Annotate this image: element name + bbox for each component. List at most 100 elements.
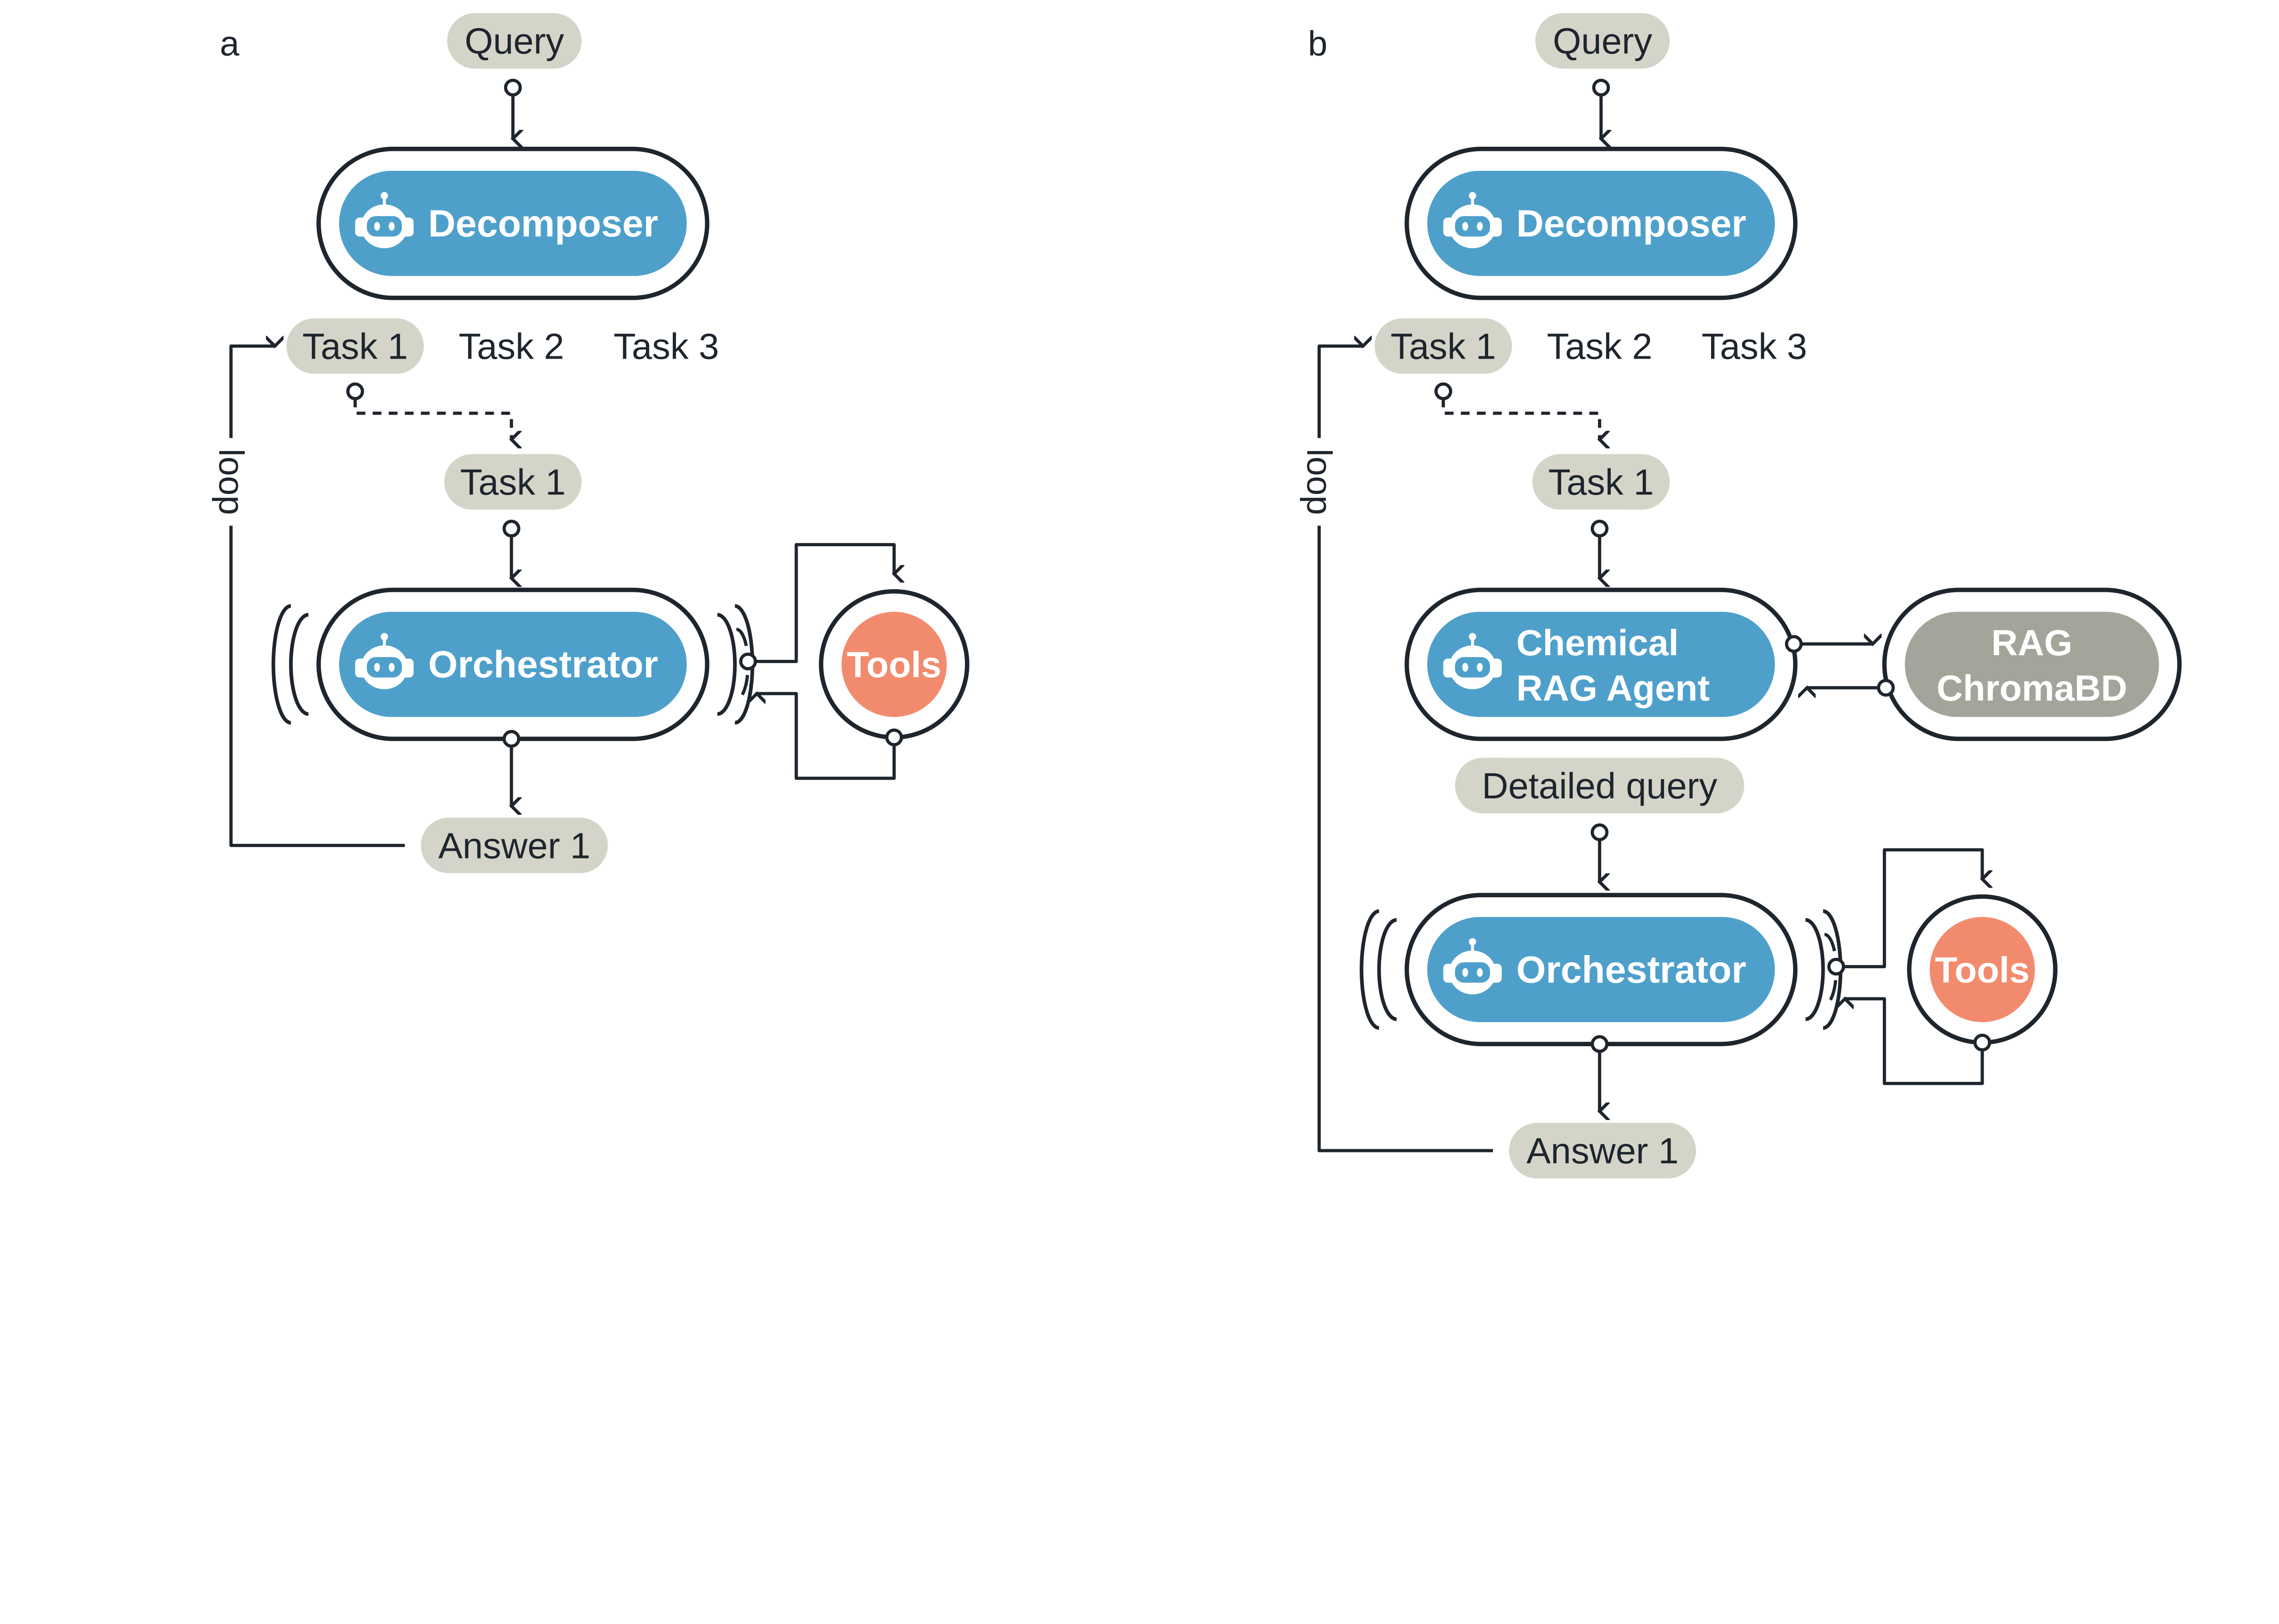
- signal-wave-left: [271, 604, 291, 725]
- current-task-tag: Task 1: [444, 454, 582, 510]
- robot-eye: [374, 663, 380, 672]
- tools-label: Tools: [1935, 949, 2030, 990]
- port-circle: [739, 653, 757, 671]
- robot-eye: [1477, 663, 1483, 672]
- port-circle: [1590, 519, 1609, 538]
- robot-eye: [374, 222, 380, 231]
- robot-eye: [1462, 663, 1469, 672]
- loop-label: loop: [1299, 449, 1339, 515]
- current-task-tag-label: Task 1: [1548, 461, 1654, 502]
- tools-inner: [841, 612, 947, 717]
- tools-inner: [1929, 917, 2035, 1023]
- query-tag: Query: [447, 13, 582, 69]
- task-label: Task 3: [1702, 325, 1807, 366]
- task-tag-bg: [1374, 318, 1512, 374]
- answer-tag-label: Answer 1: [438, 825, 591, 866]
- port-circle: [1434, 382, 1453, 401]
- loop-arrow: [1317, 346, 1493, 1152]
- port-circle: [1973, 1033, 1991, 1052]
- robot-visor: [1455, 657, 1490, 678]
- loop-label-bg: [213, 438, 249, 526]
- task-tag-label: Task 1: [302, 325, 408, 366]
- robot-eye: [388, 663, 395, 672]
- orchestrator-agent-label: Orchestrator: [428, 643, 658, 686]
- robot-visor: [366, 657, 402, 678]
- current-task-tag: Task 1: [1532, 454, 1670, 510]
- port-circle: [502, 730, 521, 748]
- task-tag: Task 1: [1374, 318, 1512, 374]
- decomposer-agent-label: Decomposer: [428, 202, 658, 245]
- tool-result-arrow: [757, 694, 896, 780]
- tools-node: Tools: [1907, 894, 2058, 1045]
- task-label: Task 2: [1547, 325, 1653, 366]
- tool-result-arrow: [1845, 999, 1984, 1085]
- robot-antenna-tip: [1469, 192, 1476, 200]
- tool-call-arrow: [1843, 848, 1982, 968]
- task-label: Task 2: [459, 325, 564, 366]
- robot-antenna-tip: [381, 633, 388, 641]
- port-circle: [1592, 78, 1610, 97]
- query-tag-label: Query: [464, 21, 564, 62]
- signal-wave-right: [717, 613, 737, 716]
- task-tag: Task 1: [286, 318, 424, 374]
- answer-tag-bg: [1509, 1123, 1696, 1179]
- robot-icon: [355, 633, 414, 689]
- signal-wave-right: [1805, 918, 1825, 1021]
- task-tag-label: Task 1: [1391, 325, 1496, 366]
- loop-label: loop: [211, 449, 251, 515]
- robot-icon: [355, 192, 414, 248]
- current-task-tag-bg: [444, 454, 582, 510]
- robot-antenna-tip: [1469, 938, 1476, 946]
- robot-antenna-tip: [1469, 633, 1476, 641]
- signal-wave-left: [1377, 918, 1397, 1021]
- orchestrator-agent: Orchestrator: [1404, 893, 1798, 1047]
- decomposer-agent: Decomposer: [1404, 147, 1798, 300]
- signal-wave-right: [736, 627, 750, 701]
- current-task-tag-bg: [1532, 454, 1670, 510]
- signal-wave-left: [289, 613, 309, 716]
- port-circle: [1877, 678, 1895, 697]
- query-tag-bg: [447, 13, 582, 69]
- orchestrator-agent-inner: [1427, 917, 1775, 1023]
- port-circle: [1590, 823, 1609, 842]
- robot-visor: [366, 216, 402, 237]
- robot-eye: [388, 222, 395, 231]
- port-circle: [1590, 1035, 1609, 1053]
- robot-eye: [1462, 222, 1469, 231]
- tools-node: Tools: [819, 589, 969, 740]
- query-tag-label: Query: [1553, 21, 1652, 62]
- decomposer-agent-inner: [1427, 170, 1775, 276]
- robot-icon: [1443, 938, 1502, 995]
- robot-visor: [1455, 216, 1490, 237]
- current-task-tag-label: Task 1: [460, 461, 566, 502]
- task-label: Task 3: [614, 325, 719, 366]
- loop-label-bg: [1301, 438, 1337, 526]
- robot-eye: [1477, 968, 1483, 977]
- answer-tag: Answer 1: [421, 817, 608, 874]
- signal-wave-right: [1824, 933, 1838, 1007]
- chemical-rag-agent-label: RAG Agent: [1516, 667, 1710, 708]
- orchestrator-agent: Orchestrator: [316, 587, 710, 741]
- decomposer-agent-label: Decomposer: [1516, 202, 1747, 245]
- tool-call-arrow: [755, 543, 894, 663]
- signal-wave-left: [1360, 909, 1379, 1030]
- task-select-arrow: [353, 398, 511, 440]
- chemical-rag-agent-inner: [1427, 612, 1775, 717]
- task-tag-bg: [286, 318, 424, 374]
- port-circle: [1785, 635, 1803, 653]
- detailed-query-tag: Detailed query: [1455, 758, 1744, 813]
- loop-arrow: [229, 346, 405, 847]
- robot-icon: [1443, 192, 1502, 248]
- answer-tag-bg: [421, 817, 608, 874]
- port-circle: [502, 519, 521, 538]
- task-select-arrow: [1442, 398, 1600, 440]
- detailed-query-tag-label: Detailed query: [1482, 765, 1717, 806]
- robot-eye: [1477, 222, 1483, 231]
- port-circle: [346, 382, 364, 401]
- tools-label: Tools: [847, 644, 942, 685]
- rag-store-inner: [1905, 612, 2159, 717]
- robot-icon: [1443, 633, 1502, 689]
